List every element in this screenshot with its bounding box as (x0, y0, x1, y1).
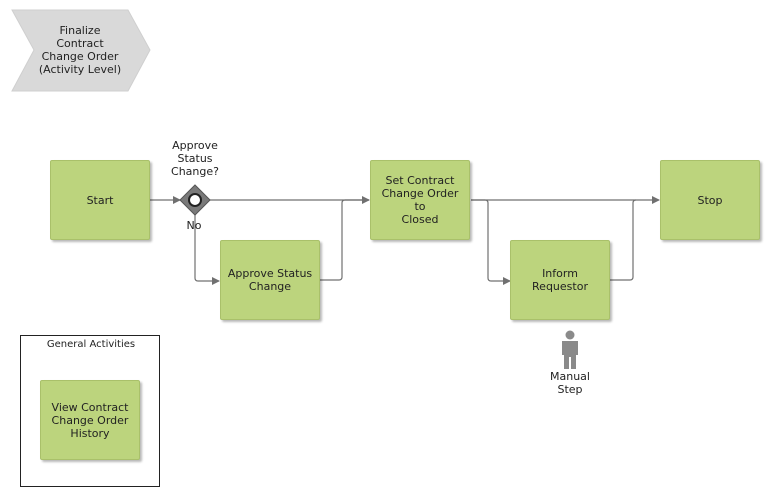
activity-approve-status-change[interactable]: Approve Status Change (220, 240, 320, 320)
connector-set-closed-to-inform (471, 199, 511, 285)
connector-gateway-no-to-approve (194, 214, 220, 285)
gateway-no-label: No (186, 219, 202, 232)
process-title: Finalize Contract Change Order (Activity… (38, 24, 122, 76)
process-chevron-shape (11, 9, 151, 92)
general-activities-title: General Activities (46, 339, 136, 350)
manual-step-label: Manual Step (550, 370, 590, 396)
gateway-question: Approve Status Change? (171, 139, 219, 178)
activity-set-contract-change-order-closed[interactable]: Set Contract Change Order to Closed (370, 160, 470, 240)
gateway-diamond-icon[interactable] (179, 184, 211, 216)
activity-inform-requestor[interactable]: Inform Requestor (510, 240, 610, 320)
person-icon (562, 330, 578, 369)
connector-inform-to-stop (610, 199, 637, 281)
connector-approve-to-set-closed (320, 199, 369, 281)
activity-start[interactable]: Start (50, 160, 150, 240)
activity-stop[interactable]: Stop (660, 160, 760, 240)
activity-view-contract-change-order-history[interactable]: View Contract Change Order History (40, 380, 140, 460)
